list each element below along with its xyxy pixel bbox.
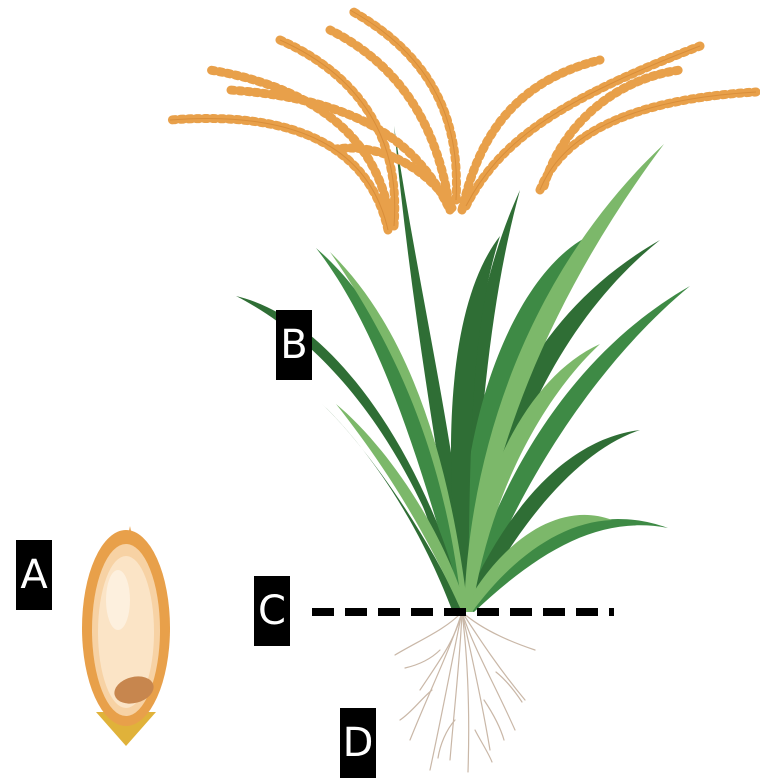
label-d-text: D [343, 723, 374, 763]
label-leaves: B [276, 310, 312, 380]
panicles [170, 10, 756, 230]
label-a-text: A [20, 555, 47, 595]
roots [395, 612, 535, 772]
label-b-text: B [280, 325, 307, 365]
label-ground-line: C [254, 576, 290, 646]
label-roots: D [340, 708, 376, 778]
label-c-text: C [258, 591, 286, 631]
rice-grain [82, 526, 170, 746]
label-grain: A [16, 540, 52, 610]
